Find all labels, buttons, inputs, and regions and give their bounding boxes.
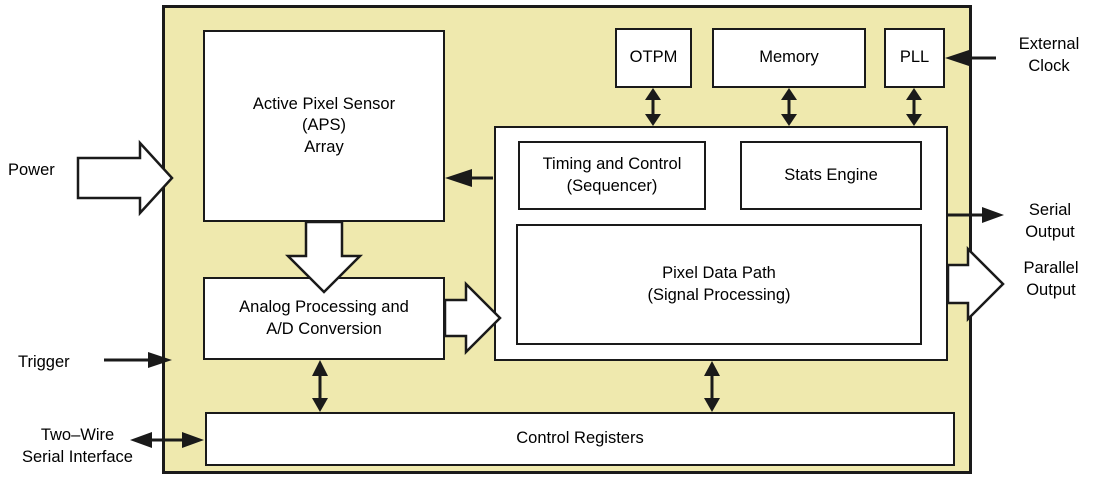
timing-line-2: (Sequencer): [566, 176, 658, 195]
analog-line-2: A/D Conversion: [266, 319, 382, 338]
memory-label: Memory: [759, 48, 819, 67]
parallel-output-line-1: Parallel: [1023, 259, 1079, 277]
label-parallel-output: Parallel Output: [1005, 257, 1097, 302]
two-wire-line-2: Serial Interface: [22, 448, 133, 467]
label-serial-output: Serial Output: [1009, 199, 1091, 244]
two-wire-line-1: Two–Wire: [40, 426, 115, 444]
block-otpm[interactable]: OTPM: [615, 28, 692, 88]
external-clock-line-2: Clock: [1028, 57, 1070, 76]
pll-label: PLL: [899, 48, 930, 67]
block-pixel-data-path[interactable]: Pixel Data Path (Signal Processing): [516, 224, 922, 345]
label-trigger: Trigger: [18, 351, 94, 373]
power-label: Power: [8, 161, 55, 179]
block-active-pixel-sensor-array[interactable]: Active Pixel Sensor (APS) Array: [203, 30, 445, 222]
stats-engine-label: Stats Engine: [784, 165, 878, 184]
timing-line-1: Timing and Control: [542, 155, 682, 174]
block-stats-engine[interactable]: Stats Engine: [740, 141, 922, 210]
label-power: Power: [8, 159, 74, 181]
serial-output-line-1: Serial: [1028, 201, 1072, 219]
block-analog-processing-ad-conversion[interactable]: Analog Processing and A/D Conversion: [203, 277, 445, 360]
parallel-output-line-2: Output: [1026, 281, 1076, 300]
analog-line-1: Analog Processing and: [239, 298, 409, 317]
otpm-label: OTPM: [629, 48, 678, 67]
block-pll[interactable]: PLL: [884, 28, 945, 88]
label-two-wire-serial-interface: Two–Wire Serial Interface: [10, 424, 145, 469]
aps-line-2: (APS): [301, 116, 346, 135]
aps-line-3: Array: [304, 137, 344, 156]
pixel-data-path-line-1: Pixel Data Path: [662, 264, 776, 283]
serial-output-line-2: Output: [1025, 223, 1075, 242]
label-external-clock: External Clock: [1003, 33, 1095, 78]
block-timing-and-control[interactable]: Timing and Control (Sequencer): [518, 141, 706, 210]
pixel-data-path-line-2: (Signal Processing): [647, 285, 791, 304]
power-block-arrow-icon: [76, 139, 174, 217]
control-registers-label: Control Registers: [516, 429, 644, 448]
block-memory[interactable]: Memory: [712, 28, 866, 88]
external-clock-line-1: External: [1018, 35, 1080, 53]
aps-line-1: Active Pixel Sensor: [252, 95, 396, 114]
trigger-label: Trigger: [18, 353, 70, 371]
block-control-registers[interactable]: Control Registers: [205, 412, 955, 466]
